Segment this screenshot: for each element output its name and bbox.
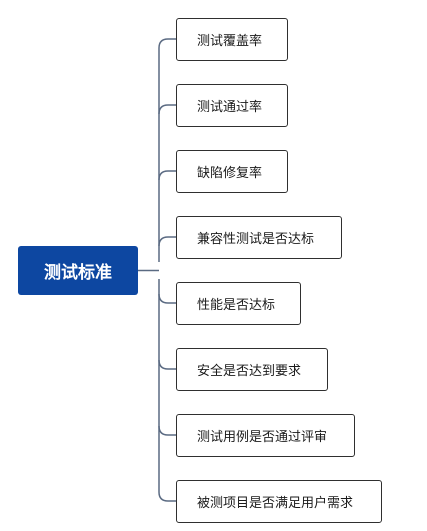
child-node-label: 被测项目是否满足用户需求 bbox=[197, 495, 354, 511]
child-node-label: 缺陷修复率 bbox=[197, 165, 263, 181]
child-node-test-case-review[interactable]: 测试用例是否通过评审 bbox=[176, 413, 355, 457]
root-node-label: 测试标准 bbox=[44, 263, 112, 283]
connector-branch-4 bbox=[158, 236, 176, 247]
child-node-label: 兼容性测试是否达标 bbox=[197, 231, 315, 247]
child-node-label: 测试覆盖率 bbox=[197, 33, 263, 49]
child-node-performance[interactable]: 性能是否达标 bbox=[176, 281, 301, 325]
connector-branch-7 bbox=[158, 425, 176, 436]
connector-branch-5 bbox=[158, 293, 176, 304]
connector-branch-3 bbox=[158, 170, 176, 181]
child-node-user-requirements[interactable]: 被测项目是否满足用户需求 bbox=[176, 479, 382, 523]
connector-branch-2 bbox=[158, 104, 176, 115]
child-node-test-pass-rate[interactable]: 测试通过率 bbox=[176, 83, 288, 127]
connector-branch-8 bbox=[158, 279, 176, 502]
child-node-label: 测试用例是否通过评审 bbox=[197, 429, 328, 445]
child-node-label: 安全是否达到要求 bbox=[197, 363, 302, 379]
child-node-label: 性能是否达标 bbox=[197, 297, 276, 313]
child-node-compatibility[interactable]: 兼容性测试是否达标 bbox=[176, 215, 342, 259]
child-node-security[interactable]: 安全是否达到要求 bbox=[176, 347, 328, 391]
connector-branch-1 bbox=[158, 38, 176, 262]
child-node-label: 测试通过率 bbox=[197, 99, 263, 115]
child-node-test-coverage[interactable]: 测试覆盖率 bbox=[176, 17, 288, 61]
connector-branch-6 bbox=[158, 359, 176, 370]
child-node-defect-fix-rate[interactable]: 缺陷修复率 bbox=[176, 149, 288, 193]
root-node[interactable]: 测试标准 bbox=[18, 246, 138, 295]
